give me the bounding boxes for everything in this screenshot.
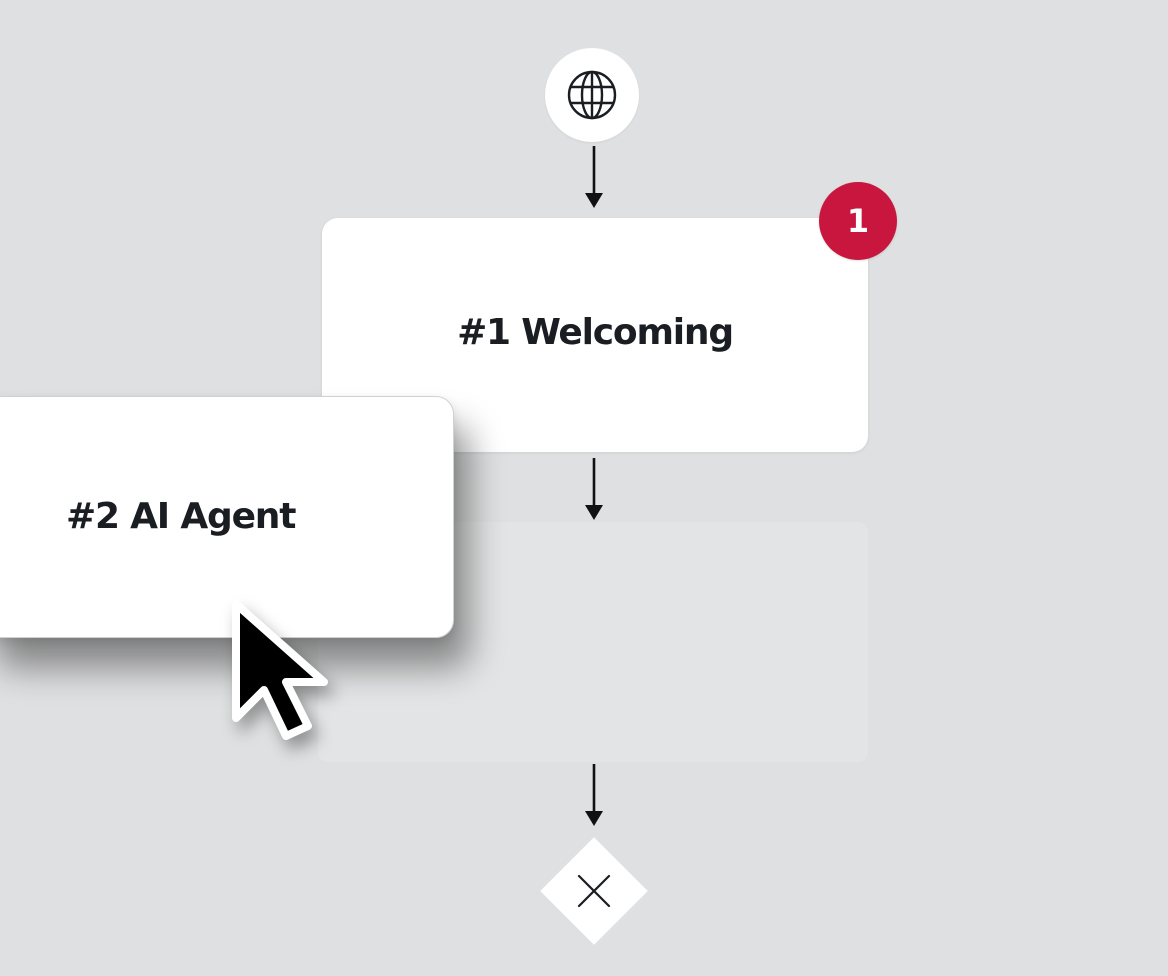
step-card-ai-agent[interactable]: #2 AI Agent: [0, 396, 454, 638]
connector-arrow: [582, 458, 606, 522]
globe-icon: [567, 70, 617, 120]
connector-arrow: [582, 146, 606, 210]
step-card-welcoming[interactable]: #1 Welcoming: [322, 218, 868, 452]
connector-arrow: [582, 764, 606, 828]
step-card-label: #2 AI Agent: [66, 495, 296, 537]
step-card-label: #1 Welcoming: [457, 311, 734, 353]
start-node[interactable]: [545, 48, 639, 142]
notification-badge: 1: [819, 182, 897, 260]
badge-count: 1: [846, 202, 870, 240]
end-node[interactable]: [540, 837, 648, 945]
